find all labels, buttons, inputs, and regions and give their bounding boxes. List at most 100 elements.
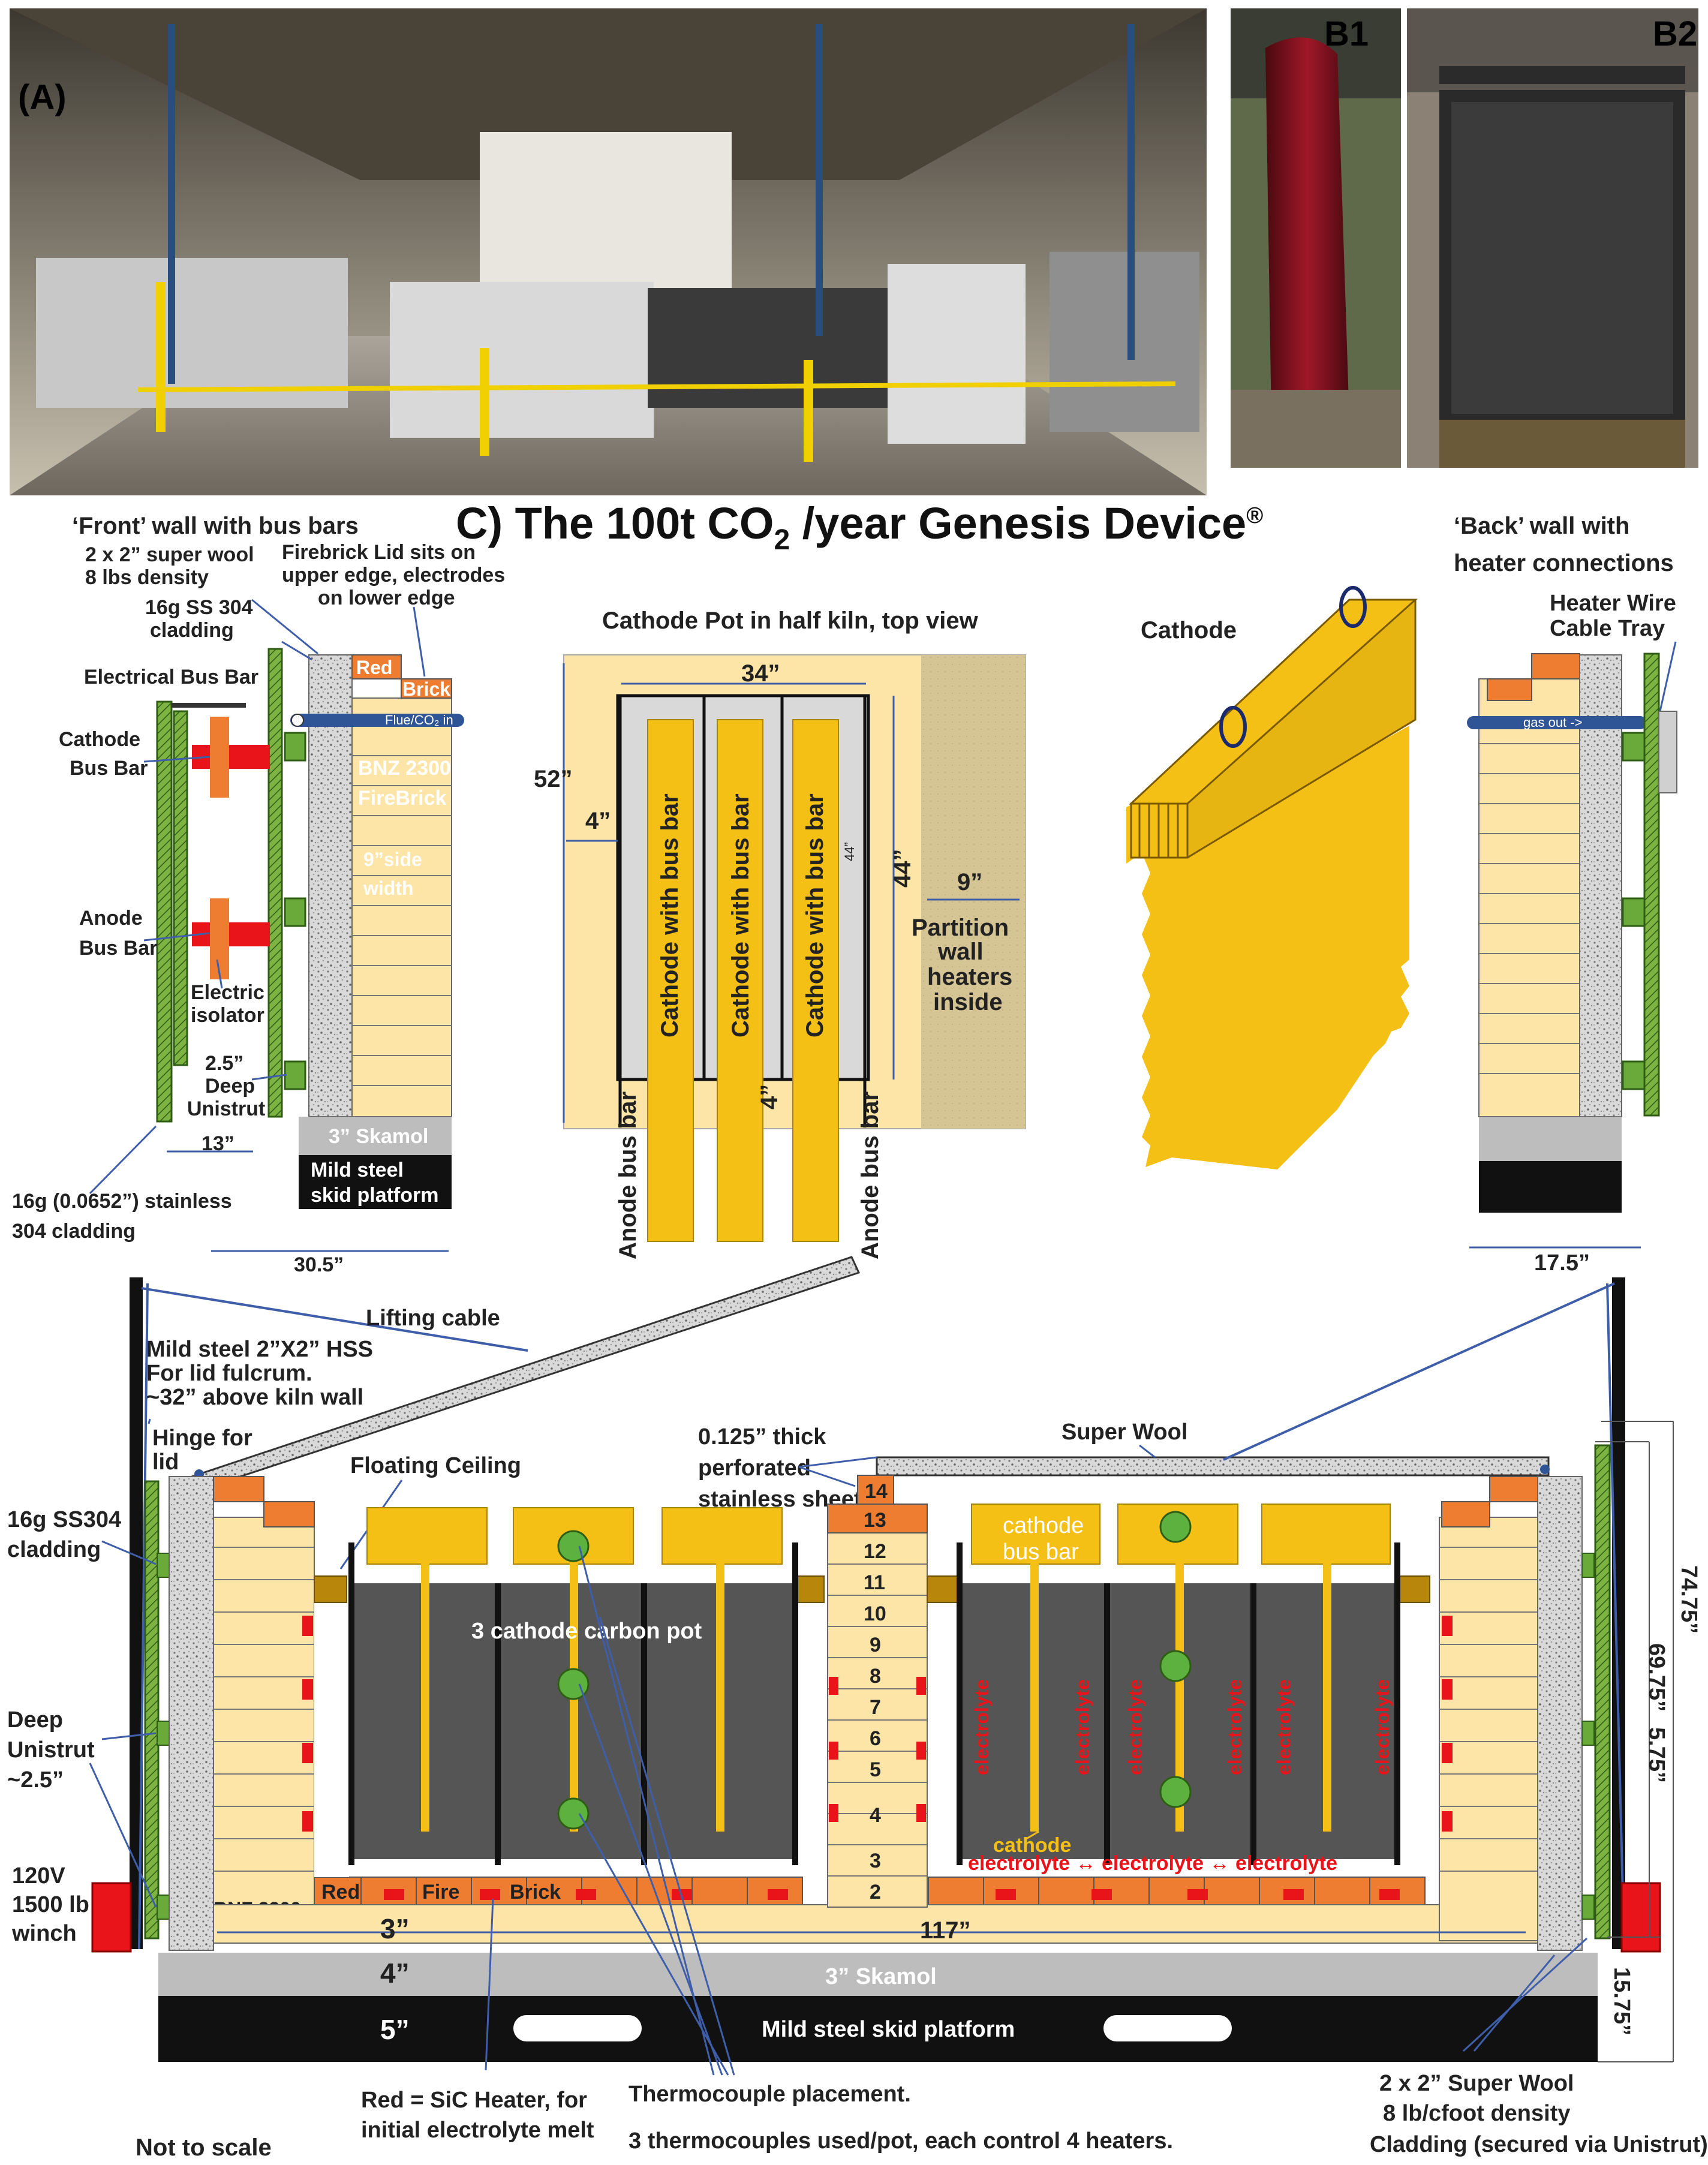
- not-to-scale: Not to scale: [136, 2134, 272, 2161]
- partition-label-4: inside: [933, 989, 1003, 1015]
- back-cladding: [1643, 652, 1660, 1117]
- cathode-label: cathode: [993, 1834, 1071, 1857]
- front-brick-label: Brick: [402, 678, 450, 700]
- gas-out-label: gas out ->: [1523, 715, 1582, 730]
- front-wall-cladding: [267, 648, 283, 1118]
- title-subscript: 2: [774, 524, 790, 556]
- dim-74: 74.75”: [1676, 1565, 1701, 1634]
- dim-4a: 4”: [585, 808, 611, 834]
- panel-a-label: (A): [18, 78, 67, 117]
- cathode-bus-label-1: Cathode: [59, 728, 140, 751]
- cable-tray-label-1: Heater Wire: [1550, 591, 1676, 616]
- center-firebrick-column: [827, 1504, 928, 1908]
- floating-ceiling-label: Floating Ceiling: [350, 1453, 521, 1478]
- kiln-cross-section: Lifting cable Mild steel 2”X2” HSS For l…: [7, 1256, 1708, 2161]
- front-lid-brick: [401, 678, 452, 699]
- front-cladding-label-1: 16g SS 304: [145, 596, 253, 619]
- figure-title: C) The 100t CO2 /year Genesis Device®: [456, 498, 1263, 556]
- carbon-pot-label: 3 cathode carbon pot: [471, 1619, 702, 1644]
- front-skamol-label: 3” Skamol: [329, 1125, 428, 1148]
- cathode-bus-bar-label-1: cathode: [1003, 1513, 1084, 1538]
- hinge-label-2: lid: [152, 1450, 179, 1475]
- brick-number-10: 10: [864, 1602, 886, 1625]
- dim-44-small: 44”: [842, 842, 857, 861]
- unistrut-label-3: Unistrut: [187, 1097, 265, 1120]
- hss-label-3: ~32” above kiln wall: [146, 1385, 363, 1410]
- right-hss-post: [1612, 1277, 1625, 1949]
- kiln-base-brick: [213, 1904, 1539, 1944]
- dim-5: 5”: [380, 2014, 410, 2045]
- cathode-bar-label-3: Cathode with bus bar: [802, 793, 828, 1038]
- thermocouple-note-1: Thermocouple placement.: [629, 2082, 911, 2107]
- brick-number-5: 5: [870, 1758, 881, 1781]
- cathode-bar-label-2: Cathode with bus bar: [727, 793, 754, 1038]
- cathode-3d-heading: Cathode: [1141, 617, 1237, 644]
- cathode-bar-3: [792, 719, 839, 1242]
- super-wool-label-1: 2 x 2” super wool: [85, 543, 254, 566]
- side-width-label-1: 9”side: [363, 849, 422, 870]
- cathode-3d-diagram: Cathode: [1126, 586, 1418, 1169]
- photo-panel-a: (A): [10, 8, 1207, 495]
- electrolyte-row-label: electrolyte ↔ electrolyte ↔ electrolyte: [968, 1852, 1337, 1875]
- front-skid: [299, 1155, 452, 1209]
- back-wall-heading-1: ‘Back’ wall with: [1454, 513, 1629, 539]
- electrical-bus-bar-label: Electrical Bus Bar: [84, 666, 258, 688]
- flue-label: Flue/CO₂ in: [385, 712, 453, 727]
- winch: [91, 1882, 132, 1953]
- dim-15: 15.75”: [1609, 1967, 1634, 2035]
- cathode-bar-1: [647, 719, 694, 1242]
- left-cladding: [144, 1480, 160, 1940]
- back-lid-brick-1: [1531, 653, 1580, 679]
- front-wall-diagram: ‘Front’ wall with bus bars 2 x 2” super …: [12, 513, 505, 1276]
- stainless-label-1: 16g (0.0652”) stainless: [12, 1190, 232, 1213]
- top-view-diagram: Cathode Pot in half kiln, top view Catho…: [534, 608, 1026, 1259]
- back-lid-brick-2: [1487, 678, 1532, 701]
- unistrut-label-3: ~2.5”: [7, 1767, 64, 1793]
- perforated-label-1: 0.125” thick: [698, 1424, 826, 1450]
- hss-label-2: For lid fulcrum.: [146, 1361, 312, 1386]
- hss-label-1: Mild steel 2”X2” HSS: [146, 1337, 373, 1362]
- dim-9: 9”: [957, 869, 982, 895]
- panel-b2-label: B2: [1653, 14, 1697, 53]
- partition-label-2: wall: [937, 939, 984, 965]
- partition-label-3: heaters: [927, 964, 1012, 990]
- dim-52: 52”: [534, 766, 573, 792]
- right-super-wool: [1537, 1476, 1583, 1951]
- left-super-wool: [169, 1476, 214, 1951]
- brick-number-8: 8: [870, 1665, 881, 1688]
- electrolyte-label-2: electrolyte: [1072, 1679, 1093, 1775]
- unistrut-label-1: Deep: [7, 1707, 63, 1733]
- back-skid: [1479, 1161, 1622, 1213]
- wool-note-2: 8 lb/cfoot density: [1383, 2101, 1570, 2126]
- lid-label-2: upper edge, electrodes: [282, 564, 505, 587]
- back-wall-diagram: ‘Back’ wall with heater connections Heat…: [1454, 513, 1677, 1276]
- front-skamol: [299, 1117, 452, 1155]
- photo-panel-b1: B1: [1231, 8, 1401, 468]
- cathode-bus-label-2: Bus Bar: [70, 757, 148, 780]
- title-suffix: /year Genesis Device: [790, 498, 1246, 548]
- winch-label-2: 1500 lb: [12, 1892, 89, 1917]
- flue-pipe: [290, 714, 464, 727]
- front-inner-cladding: [173, 710, 188, 1066]
- winch-label-3: winch: [11, 1921, 77, 1946]
- title-prefix: C) The 100t CO: [456, 498, 774, 548]
- brick-number-3: 3: [870, 1850, 881, 1872]
- dim-4b: 4”: [756, 1084, 783, 1109]
- winch-label-1: 120V: [12, 1863, 65, 1889]
- back-dim-17: 17.5”: [1534, 1250, 1590, 1276]
- bnz-label: BNZ 2300: [358, 757, 451, 780]
- partition-wall: [921, 655, 1026, 1129]
- title-mark: ®: [1246, 503, 1263, 528]
- dim-4: 4”: [380, 1957, 410, 1989]
- dim-44: 44”: [889, 849, 916, 888]
- brick-number-11: 11: [864, 1571, 885, 1594]
- electrolyte-label-3: electrolyte: [1124, 1679, 1146, 1775]
- lifting-cable-label: Lifting cable: [366, 1306, 500, 1331]
- floor-fire-label: Fire: [422, 1881, 459, 1904]
- photo-panel-b2: B2: [1407, 8, 1698, 468]
- brick-number-13: 13: [864, 1509, 886, 1532]
- dim-5-75: 5.75”: [1644, 1727, 1669, 1783]
- brick-number-4: 4: [870, 1804, 881, 1827]
- right-firebrick-column: [1439, 1517, 1538, 1941]
- lid-label-3: on lower edge: [318, 587, 455, 609]
